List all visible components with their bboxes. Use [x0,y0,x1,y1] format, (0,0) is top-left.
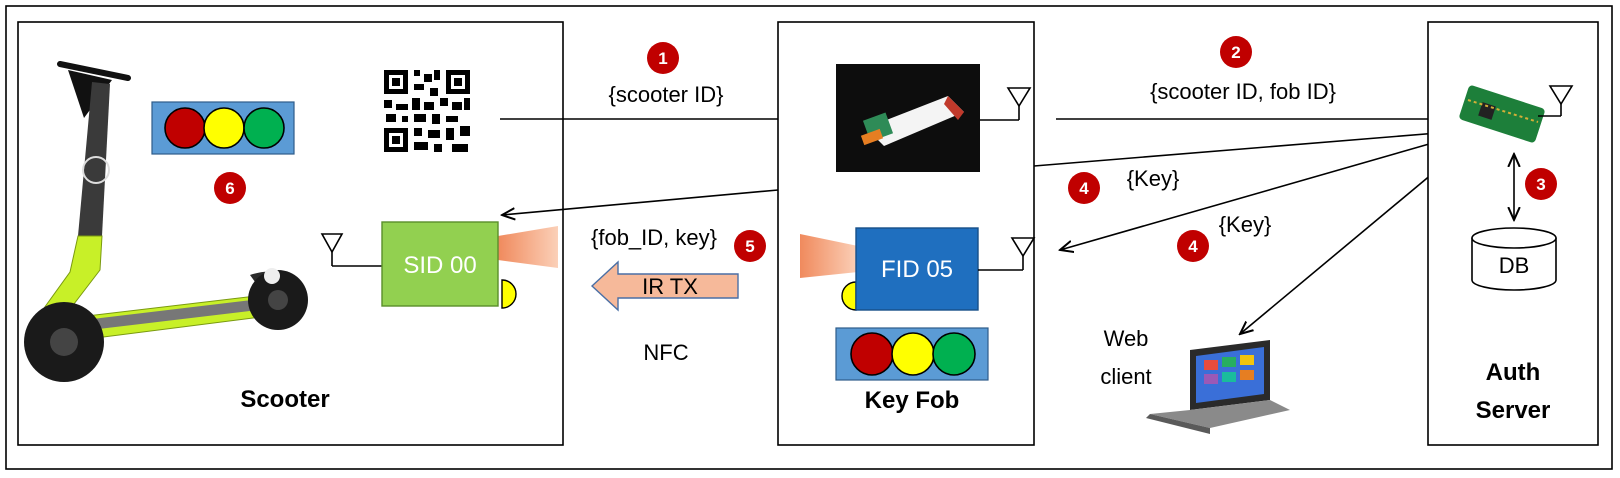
db-label: DB [1499,253,1530,278]
nfc-label: NFC [643,340,688,365]
step-badge-3: 3 [1525,168,1557,200]
step-badge-1-label: 1 [658,49,667,68]
fob-yellow-light-icon [891,332,935,376]
step-badge-4-lower: 4 [1177,230,1209,262]
keyfob-antenna-icon-top [980,87,1032,121]
server-board-icon [1459,85,1545,143]
scooter-panel-title: Scooter [240,386,329,413]
scooter-icon [24,61,308,382]
step-badge-4-upper-label: 4 [1079,179,1089,198]
server-fob-link [1033,131,1451,167]
step-badge-5-label: 5 [745,237,754,256]
web-client-label-line2: client [1100,364,1151,389]
sid-label: SID 00 [403,252,476,279]
server-panel-title-line1: Auth [1486,359,1541,386]
keyfob-panel: FID 05 Key Fob [777,21,1036,446]
step-badge-2: 2 [1220,36,1252,68]
keyfob-antenna-icon-bottom [978,237,1036,271]
scooter-status-lights [151,101,295,155]
outer-frame [5,5,1613,470]
keyfob-status-lights [835,327,989,381]
key-message-upper: {Key} [1127,166,1180,191]
server-panel-title-line2: Server [1476,397,1551,424]
step-badge-4-lower-label: 4 [1188,237,1198,256]
step-badge-4-upper: 4 [1068,172,1100,204]
fob-ir-receiver-icon [841,281,857,311]
fob-green-light-icon [932,332,976,376]
database-icon: DB [1471,227,1557,291]
fob-key-message: {fob_ID, key} [591,225,717,250]
ir-receiver-icon [501,279,517,309]
fid-label: FID 05 [881,256,953,283]
yellow-light-icon [203,107,245,149]
green-light-icon [243,107,285,149]
step-badge-6-label: 6 [225,179,234,198]
server-panel: 3 DB Auth Server [1427,21,1599,446]
step-badge-6: 6 [214,172,246,204]
scooter-antenna-icon [320,233,382,267]
ir-tx-label: IR TX [642,274,698,299]
sid-box [381,221,499,307]
web-client-arrow [1240,154,1456,334]
laptop-icon [1146,340,1290,434]
step-badge-3-label: 3 [1536,175,1545,194]
ir-emitter-icon [498,226,558,268]
fid-box [855,227,979,311]
step-badge-2-label: 2 [1231,43,1240,62]
server-antenna-icon [1538,85,1574,117]
red-light-icon [164,107,206,149]
fob-ir-emitter-icon [800,234,858,278]
fob-to-scooter-arrow [502,189,779,215]
step-badge-1: 1 [647,42,679,74]
sid-device: SID 00 [381,221,558,309]
scooter-id-message: {scooter ID} [609,82,724,107]
keyfob-hardware-photo [836,64,980,172]
scooter-fob-id-message: {scooter ID, fob ID} [1150,79,1336,104]
key-message-lower: {Key} [1219,212,1272,237]
scooter-panel: 6 SID 00 Scooter [17,21,564,446]
keyfob-panel-title: Key Fob [865,387,960,414]
ir-tx-arrow: IR TX [590,260,739,312]
qr-code-icon [382,68,472,154]
web-client-label-line1: Web [1104,326,1149,351]
fob-red-light-icon [850,332,894,376]
fid-device: FID 05 [800,227,979,311]
step-badge-5: 5 [734,230,766,262]
